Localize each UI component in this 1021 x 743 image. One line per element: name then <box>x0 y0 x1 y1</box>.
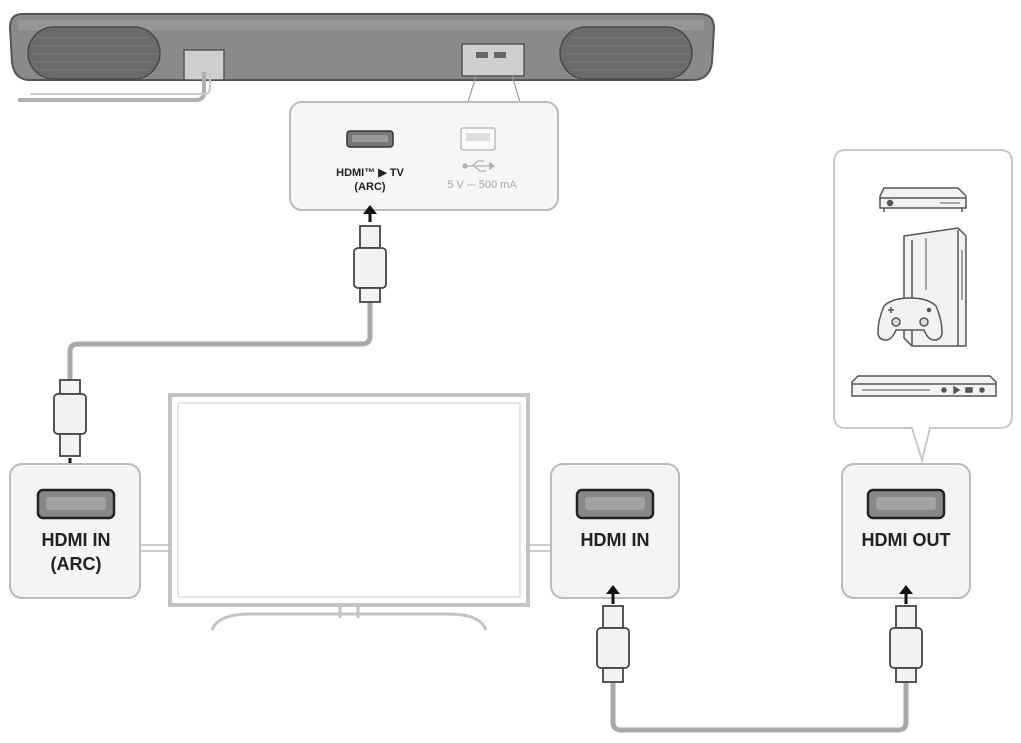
blu-ray-player-icon <box>851 375 997 397</box>
usb-icon <box>462 160 496 172</box>
tv-hdmi-in-arc-sublabel: (ARC) <box>51 554 102 574</box>
soundbar-power-cord <box>18 72 206 102</box>
tv-hdmi-in-arc-callout: HDMI IN (ARC) <box>9 463 141 599</box>
set-top-box-icon <box>879 187 967 212</box>
hdmi-cable-tv-to-source <box>596 605 923 733</box>
soundbar-hdmi-label: HDMI™ ▶ TV <box>336 167 404 179</box>
soundbar-port-recess-right <box>461 43 525 77</box>
soundbar-speaker-grille-right <box>559 26 693 80</box>
arrow-up-icon <box>363 205 377 222</box>
source-hdmi-out-callout: HDMI OUT <box>841 463 971 599</box>
arrow-up-icon <box>899 585 913 604</box>
arrow-up-icon <box>606 585 620 604</box>
hdmi-cable-soundbar-to-tv <box>53 225 387 457</box>
soundbar-connector-panel: HDMI™ ▶ TV (ARC) 5 V ⎓ 500 mA <box>289 101 559 211</box>
soundbar-usb-label: 5 V ⎓ 500 mA <box>447 179 517 191</box>
tv <box>140 393 552 631</box>
tv-hdmi-in-callout: HDMI IN <box>550 463 680 599</box>
tv-hdmi-in-arc-label: HDMI IN <box>42 530 111 550</box>
soundbar-hdmi-arc-label: (ARC) <box>354 181 385 193</box>
source-devices-panel <box>833 149 1013 464</box>
soundbar <box>8 13 716 81</box>
source-hdmi-out-label: HDMI OUT <box>862 530 951 550</box>
tv-hdmi-in-label: HDMI IN <box>581 530 650 550</box>
tv-stand <box>210 612 488 631</box>
soundbar-speaker-grille-left <box>27 26 161 80</box>
gamepad-icon <box>877 297 943 341</box>
